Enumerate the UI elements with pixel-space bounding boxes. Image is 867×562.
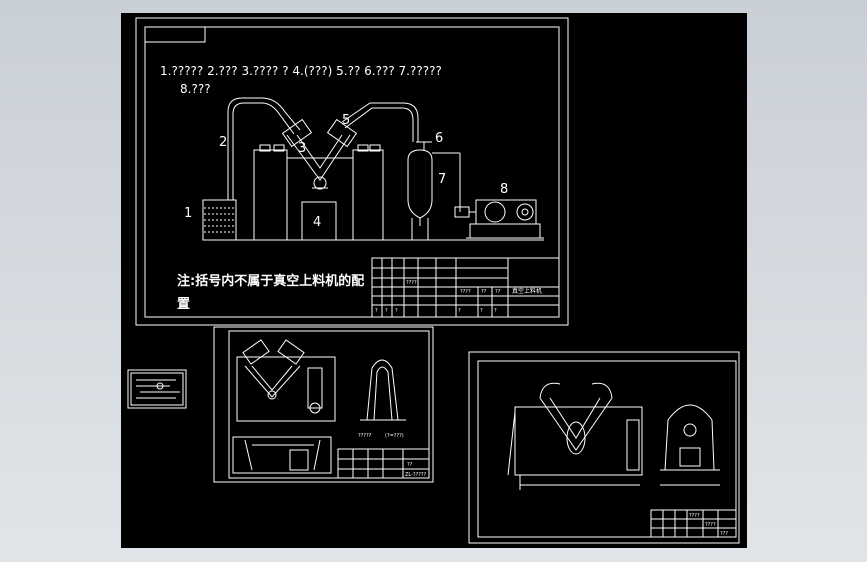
callout-3: 3 [298,141,306,156]
sheet-3-scale-text: ??? [720,531,728,537]
title-block-drawing-title: 真空上料机 [512,287,542,295]
vacuum-pump-8 [454,199,544,239]
callout-4: 4 [313,215,321,230]
callout-7: 7 [438,172,446,187]
sheet-2-logo-text: ?? [407,462,413,468]
title-block-cell-3: ?? [495,289,501,295]
suction-hose-2-inner [232,102,295,200]
title-block: 真空上料机 ???? ?? ?? ???? ? ? ? ? ? ? [371,257,560,318]
sheet-1-corner-box [144,26,206,43]
sheet-3[interactable]: ???? ???? ??? [468,351,740,544]
drawing-canvas [121,13,747,548]
legend-line-2: 8.??? [180,82,211,96]
title-block-q-2: ? [385,308,388,314]
title-block-q-5: ? [480,308,483,314]
title-block-q-4: ? [458,308,461,314]
vacuum-hose-5 [344,107,414,142]
callout-8: 8 [500,182,508,197]
sheet-3-title-text: ???? [689,513,700,519]
title-block-cell-1: ???? [460,289,471,295]
sheet-1[interactable]: 1.????? 2.??? 3.???? ? 4.(???) 5.?? 6.??… [135,17,569,326]
callout-2: 2 [219,135,227,150]
filter-7 [404,149,461,241]
sheet-2-code-text: ZL-????? [405,472,427,478]
sheet-3-code-text: ???? [705,522,716,528]
callout-6: 6 [435,131,443,146]
sheet-1-outer-border [135,17,569,326]
legend-line-1: 1.????? 2.??? 3.???? ? 4.(???) 5.?? 6.??… [160,64,442,78]
callout-5: 5 [342,113,350,128]
sheet-2-label-main: ????? [358,433,372,439]
valve-6 [416,141,432,150]
title-block-cell-2: ?? [481,289,487,295]
title-block-q-3: ? [395,308,398,314]
suction-hose-2 [227,97,301,200]
title-block-cell-4: ???? [406,280,417,286]
title-block-q-1: ? [375,308,378,314]
note-line-2: 置 [177,297,190,312]
sheet-1-inner-border [144,26,560,318]
sheet-2[interactable]: ????? (?=???) ?? ZL-????? [213,326,434,483]
container-1 [202,199,237,241]
thumbnail-sheet[interactable] [127,369,187,409]
vacuum-hose-5-inner [341,102,419,142]
callout-1: 1 [184,206,192,221]
title-block-q-6: ? [494,308,497,314]
sheet-2-label-sub: (?=???) [385,433,404,439]
note-line-1: 注:括号内不属于真空上料机的配 [177,273,364,289]
